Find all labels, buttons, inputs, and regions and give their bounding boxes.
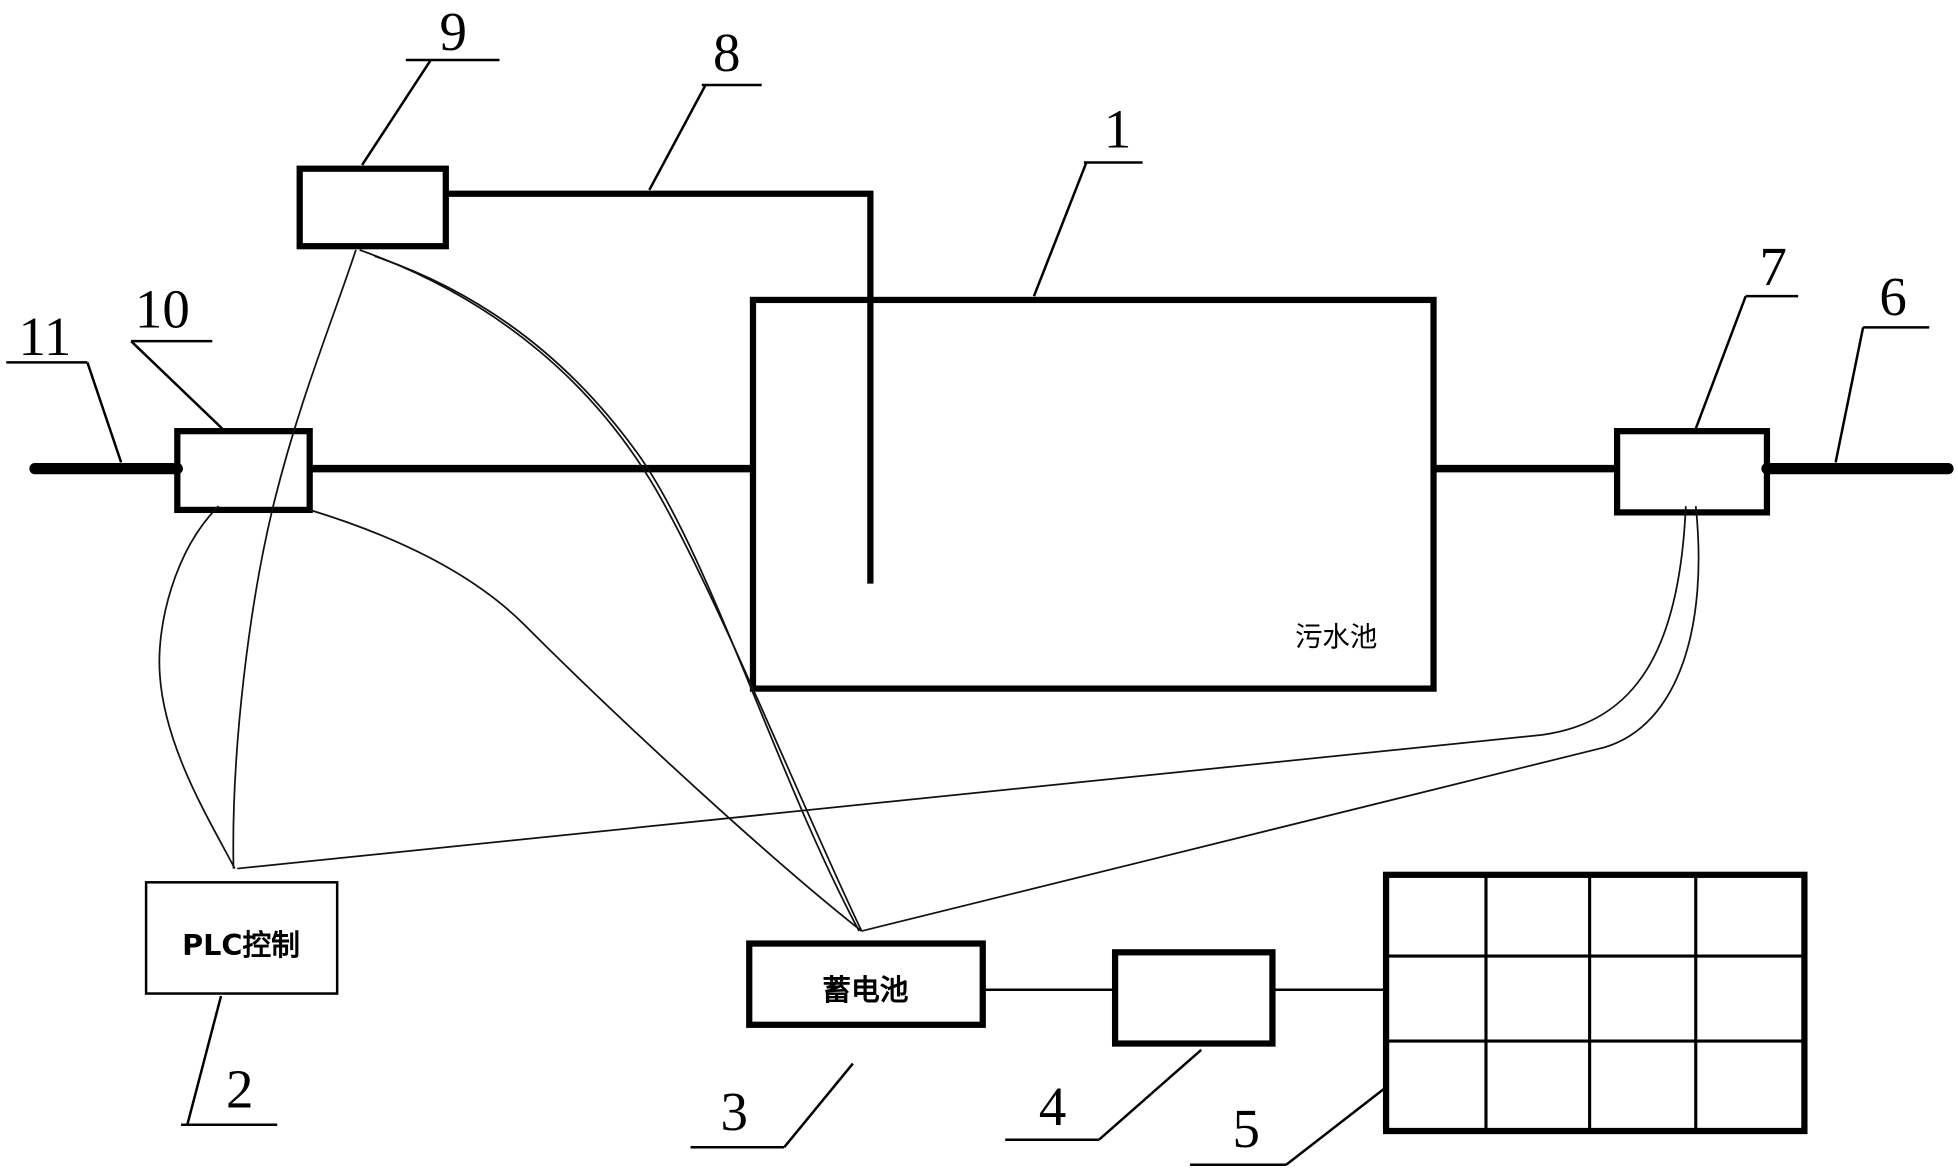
callout-number: 8 bbox=[713, 22, 740, 83]
callout-leader bbox=[1098, 1048, 1203, 1141]
callout-number: 7 bbox=[1759, 236, 1786, 297]
callout-leader bbox=[1694, 295, 1747, 430]
battery-label: 蓄电池 bbox=[822, 973, 908, 1007]
wire-box9-to-battery-b bbox=[374, 255, 860, 932]
callout-6: 6 bbox=[1834, 266, 1930, 463]
callout-8: 8 bbox=[648, 22, 762, 191]
tank-label: 污水池 bbox=[1295, 621, 1377, 653]
pipe-8 bbox=[445, 190, 874, 584]
callout-number: 10 bbox=[135, 278, 190, 339]
wire-box9-to-battery-a bbox=[359, 249, 863, 932]
solar-panel-frame bbox=[1382, 871, 1808, 1135]
wire-plc-to-box7 bbox=[237, 506, 1687, 870]
callout-leader bbox=[783, 1062, 854, 1149]
callout-5: 5 bbox=[1190, 1086, 1387, 1167]
box-9 bbox=[296, 165, 449, 250]
callout-leader bbox=[361, 59, 432, 166]
wire-box10-to-plc bbox=[158, 505, 236, 869]
callout-leader bbox=[186, 995, 223, 1126]
solar-panel bbox=[1382, 871, 1808, 1135]
box-4 bbox=[1111, 949, 1276, 1047]
callout-number: 5 bbox=[1232, 1098, 1259, 1159]
callout-7: 7 bbox=[1694, 236, 1799, 430]
plc-label: PLC控制 bbox=[182, 928, 300, 962]
wire-battery-to-box7 bbox=[861, 506, 1700, 932]
callout-2: 2 bbox=[181, 995, 278, 1127]
callout-number: 6 bbox=[1879, 266, 1906, 327]
callout-4: 4 bbox=[1005, 1048, 1203, 1142]
callout-number: 11 bbox=[19, 306, 72, 367]
callout-number: 3 bbox=[721, 1081, 748, 1142]
callout-number: 9 bbox=[440, 1, 467, 62]
callout-1: 1 bbox=[1032, 98, 1143, 297]
callout-3: 3 bbox=[690, 1062, 854, 1149]
callout-leader bbox=[1285, 1086, 1387, 1166]
callout-number: 4 bbox=[1039, 1076, 1066, 1137]
wire-box9-to-plc bbox=[232, 249, 357, 869]
callout-leader bbox=[648, 84, 707, 191]
tank-box bbox=[749, 296, 1437, 692]
callout-leader bbox=[1032, 162, 1088, 297]
box-7 bbox=[1613, 428, 1771, 516]
plc-box bbox=[144, 881, 339, 995]
callout-number: 2 bbox=[226, 1058, 253, 1119]
signal-wires bbox=[158, 249, 1700, 932]
callout-number: 1 bbox=[1104, 98, 1131, 159]
callout-11: 11 bbox=[6, 306, 123, 463]
callout-9: 9 bbox=[361, 1, 500, 166]
callout-leader bbox=[1834, 327, 1865, 463]
callout-10: 10 bbox=[130, 278, 224, 430]
battery-box bbox=[746, 940, 986, 1028]
callout-leader bbox=[130, 340, 224, 430]
wire-box10-to-battery bbox=[309, 509, 863, 932]
callout-leader bbox=[86, 362, 123, 463]
